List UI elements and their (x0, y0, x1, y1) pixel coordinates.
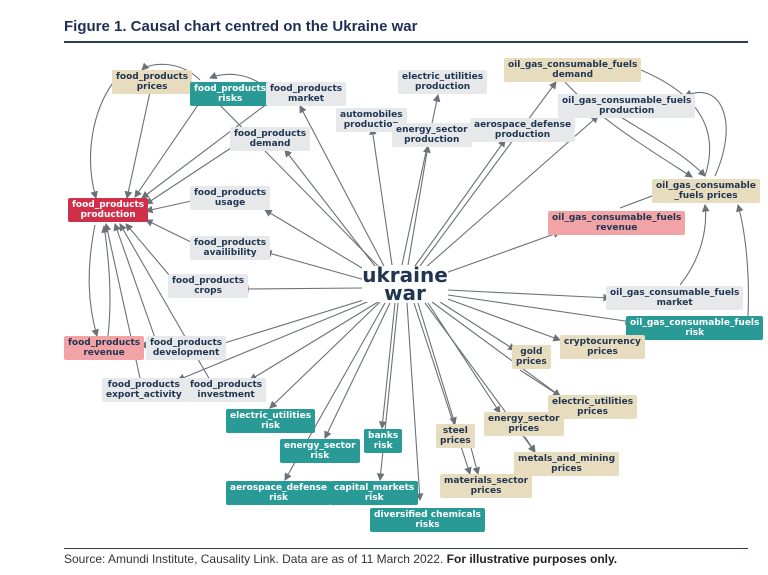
edge-war-to-banks-risk (378, 302, 396, 430)
edge-war-to-fp-risks (209, 94, 381, 269)
edge-fp-crops-to-production (125, 223, 176, 283)
edge-war-to-auto-production (369, 126, 393, 266)
edge-war-to-steel-prices (417, 302, 457, 426)
edge-war-to-eu-production (401, 93, 441, 266)
edge-fp-risks-to-prices (141, 62, 201, 81)
source-note: Source: Amundi Institute, Causality Link… (64, 552, 617, 566)
edge-war-to-eu-prices (431, 301, 561, 397)
edge-war-to-eu-risk (269, 301, 381, 409)
edge-war-to-chem-risks (406, 302, 424, 502)
edge-war-to-og-revenue (439, 230, 562, 276)
edge-war-to-fp-market (299, 105, 385, 267)
edge-og-prices-to-demand (623, 62, 711, 177)
edge-war-to-materials-prices (413, 302, 472, 476)
bottom-rule (64, 548, 748, 549)
edge-fp-prices-to-production (124, 91, 151, 200)
edge-og-risk-to-prices (736, 203, 749, 317)
edge-war-to-fp-development (216, 297, 371, 347)
edge-og-prices-to-production (683, 89, 727, 177)
edge-war-to-fp-export (176, 299, 373, 382)
edge-war-to-cm-risk (376, 302, 399, 482)
ukraine-war-node: ukraine war (362, 263, 448, 305)
edge-fp-development-to-production (113, 222, 156, 339)
figure-title: Figure 1. Causal chart centred on the Uk… (64, 18, 418, 35)
edge-war-to-fp-usage (264, 209, 373, 275)
edge-fp-risks-to-production (134, 101, 201, 198)
edge-og-market-to-prices (679, 203, 710, 286)
source-text: Source: Amundi Institute, Causality Link… (64, 552, 447, 566)
edge-war-to-fp-crops (240, 285, 363, 293)
edge-fp-demand-to-production (145, 141, 241, 205)
edge-fp-market-to-production (141, 99, 273, 199)
node-og-prices: oil_gas_consumable_fuels prices (652, 179, 760, 203)
edge-war-to-gold-prices (439, 301, 516, 351)
edge-war-to-fp-demand (284, 149, 379, 271)
edge-war-to-es-prices (427, 302, 501, 414)
edge-war-to-og-demand (419, 81, 557, 267)
edge-steel-to-materials (469, 443, 481, 476)
center-line-2: war (384, 281, 426, 305)
edge-war-to-es-production (407, 144, 431, 266)
edge-war-to-fp-investment (249, 301, 379, 381)
edge-war-to-og-risk (447, 294, 634, 325)
edge-fp-usage-to-production (144, 199, 197, 214)
edge-fp-revenue-to-production (101, 224, 111, 337)
edge-war-to-ad-production (414, 139, 506, 267)
edge-war-to-og-market (447, 289, 612, 302)
edge-fp-prices-loop (90, 75, 119, 200)
edge-gold-to-eu-prices (519, 369, 561, 397)
edge-war-to-es-risk (324, 302, 391, 439)
edge-fp-availibility-to-production (145, 219, 196, 245)
center-line-1: ukraine (362, 263, 448, 287)
edge-es-prices-to-metals (524, 436, 536, 453)
top-rule (64, 41, 748, 43)
source-disclaimer: For illustrative purposes only. (446, 552, 618, 566)
edge-war-to-crypto-prices (444, 297, 562, 342)
edge-fp-production-to-revenue (88, 224, 99, 338)
edge-war-to-fp-availibility (263, 250, 366, 281)
